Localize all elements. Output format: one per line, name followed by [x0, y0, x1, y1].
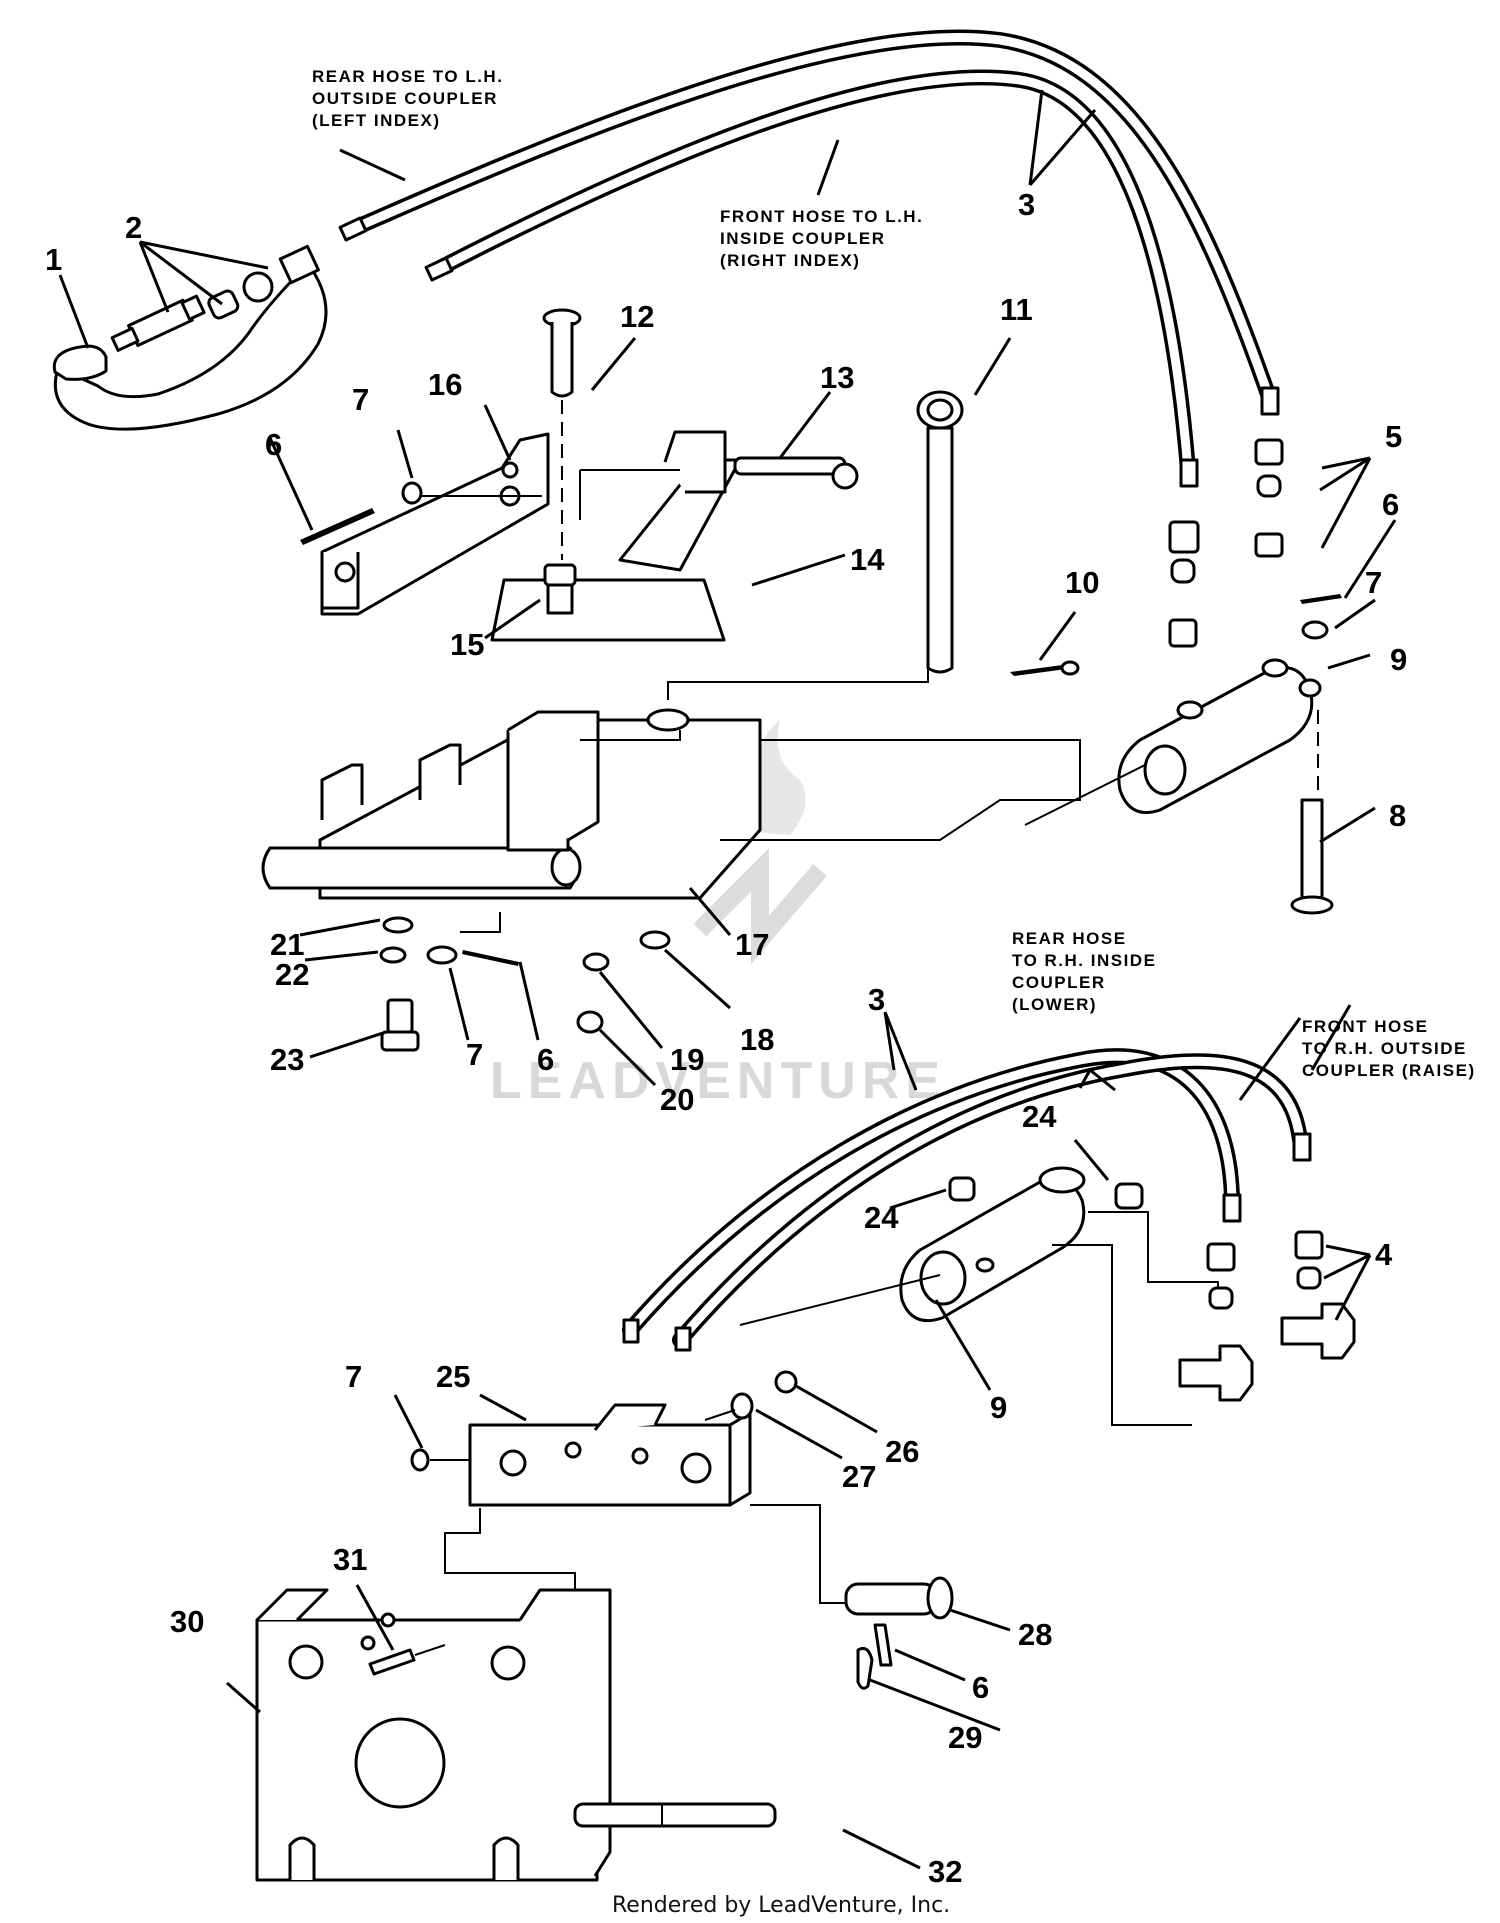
block-30 — [255, 1588, 777, 1882]
pin-28 — [844, 1576, 954, 1690]
callout-17: 17 — [735, 927, 769, 962]
fittings-5 — [1168, 438, 1284, 648]
callout-8: 8 — [1389, 798, 1406, 833]
label-front-rh-2: TO R.H. OUTSIDE — [1302, 1039, 1467, 1058]
callout-3-upper: 3 — [1018, 187, 1035, 222]
label-rear-rh-2: TO R.H. INSIDE — [1012, 951, 1156, 970]
callout-27: 27 — [842, 1459, 876, 1494]
callout-25: 25 — [436, 1359, 470, 1394]
callout-5: 5 — [1385, 419, 1402, 454]
callout-32: 32 — [928, 1854, 962, 1889]
callout-numbers: 1 2 3 5 6 7 9 8 10 11 12 13 14 15 16 7 6… — [45, 187, 1407, 1889]
callout-24-left: 24 — [864, 1200, 899, 1235]
fittings-4 — [1178, 1230, 1356, 1402]
callout-23: 23 — [270, 1042, 304, 1077]
callout-7-right: 7 — [1365, 565, 1382, 600]
callout-1: 1 — [45, 242, 62, 277]
callout-7-upper: 7 — [352, 382, 369, 417]
callout-7-mid: 7 — [466, 1037, 483, 1072]
label-rear-lh-2: OUTSIDE COUPLER — [312, 89, 498, 108]
callout-30: 30 — [170, 1604, 204, 1639]
hose-end-assembly — [52, 244, 328, 431]
callout-9-upper: 9 — [1390, 642, 1407, 677]
label-rear-rh-4: (LOWER) — [1012, 995, 1097, 1014]
label-front-lh-3: (RIGHT INDEX) — [720, 251, 860, 270]
footer-credit: Rendered by LeadVenture, Inc. — [612, 1893, 950, 1918]
plate-13-14 — [490, 308, 859, 642]
callout-7-lower: 7 — [345, 1359, 362, 1394]
label-rear-rh-3: COUPLER — [1012, 973, 1106, 992]
callout-22: 22 — [275, 957, 309, 992]
callout-16: 16 — [428, 367, 462, 402]
callout-6-mid: 6 — [537, 1042, 554, 1077]
body-17 — [261, 668, 1146, 900]
callout-12: 12 — [620, 299, 654, 334]
callout-6-right: 6 — [1382, 487, 1399, 522]
callout-3-lower: 3 — [868, 982, 885, 1017]
callout-4: 4 — [1375, 1237, 1393, 1272]
label-rear-lh-1: REAR HOSE TO L.H. — [312, 67, 503, 86]
label-front-rh-3: COUPLER (RAISE) — [1302, 1061, 1476, 1080]
callout-14: 14 — [850, 542, 885, 577]
callout-2: 2 — [125, 210, 142, 245]
cylinder-9-upper — [1117, 594, 1342, 915]
label-front-lh-2: INSIDE COUPLER — [720, 229, 886, 248]
leader-lines — [58, 89, 1397, 1870]
callout-21: 21 — [270, 927, 304, 962]
callout-6-lower: 6 — [972, 1670, 989, 1705]
callout-20: 20 — [660, 1082, 694, 1117]
callout-13: 13 — [820, 360, 854, 395]
watermark-text: LEADVENTURE — [490, 1052, 946, 1110]
label-front-lh-1: FRONT HOSE TO L.H. — [720, 207, 923, 226]
watermark: LEADVENTURE — [490, 720, 946, 1110]
callout-11: 11 — [1000, 292, 1033, 327]
bracket-16 — [300, 432, 550, 616]
callout-26: 26 — [885, 1434, 919, 1469]
callout-24-top: 24 — [1022, 1099, 1057, 1134]
callout-31: 31 — [333, 1542, 367, 1577]
bracket-25 — [410, 1370, 855, 1614]
callout-9-lower: 9 — [990, 1390, 1007, 1425]
cylinder-9-lower — [739, 1166, 1219, 1426]
rod-11 — [916, 390, 1080, 676]
callout-15: 15 — [450, 627, 484, 662]
upper-hoses — [338, 29, 1280, 488]
callout-28: 28 — [1018, 1617, 1052, 1652]
hose-labels: REAR HOSE TO L.H. OUTSIDE COUPLER (LEFT … — [312, 67, 1476, 1080]
label-front-rh-1: FRONT HOSE — [1302, 1017, 1428, 1036]
callout-19: 19 — [670, 1042, 704, 1077]
hardware-18-23 — [379, 912, 671, 1052]
callout-6-upper: 6 — [265, 427, 282, 462]
label-rear-rh-1: REAR HOSE — [1012, 929, 1127, 948]
callout-10: 10 — [1065, 565, 1099, 600]
lower-hoses — [622, 1048, 1312, 1352]
label-rear-lh-3: (LEFT INDEX) — [312, 111, 441, 130]
callout-18: 18 — [740, 1022, 774, 1057]
callout-29: 29 — [948, 1720, 982, 1755]
